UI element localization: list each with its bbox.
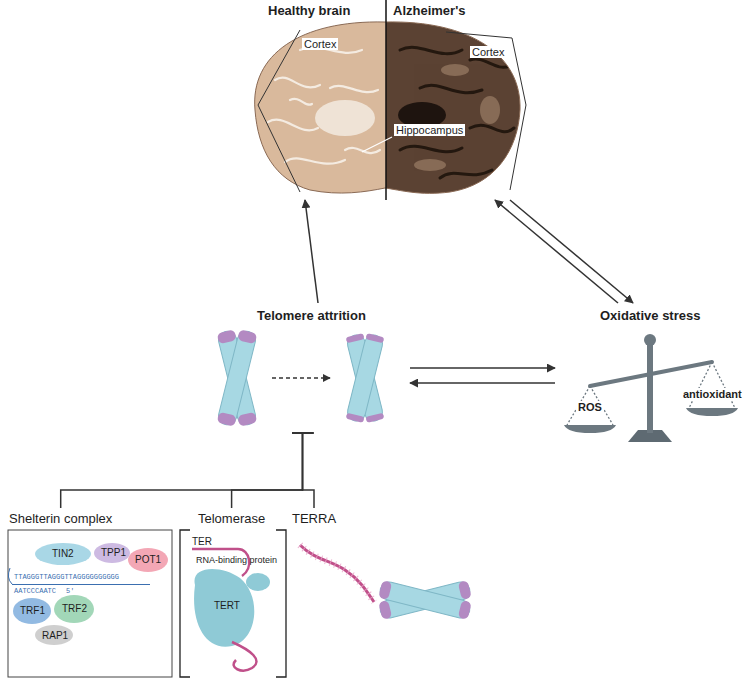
node-heading: Telomerase [198, 512, 265, 527]
part-label: TERT [214, 600, 240, 611]
node-heading: Telomere attrition [257, 309, 366, 324]
part-label: TPP1 [101, 547, 126, 558]
shelterin-illustration [8, 543, 168, 645]
process-panel: Telomere attrition [195, 303, 410, 433]
mechanism-panel: Telomerase [178, 508, 288, 678]
cortex-bracket [446, 32, 526, 190]
part-label: TIN2 [52, 548, 74, 559]
inhibition-connector [61, 433, 303, 508]
part-label: Cortex [470, 46, 506, 58]
inhibition-connector [303, 433, 315, 508]
connector-arrow [510, 200, 633, 303]
part-label: RNA-binding protein [196, 556, 277, 566]
connector-arrow [495, 200, 618, 303]
part-label: antioxidant [681, 388, 744, 400]
telomerase-illustration [192, 549, 270, 670]
part-label: ROS [576, 401, 604, 413]
brain-panel: Healthy brain Alzheimer's [240, 0, 530, 200]
connector-arrow [305, 200, 318, 303]
part-label: TRF1 [20, 605, 45, 616]
part-label: POT1 [135, 554, 161, 565]
node-heading: Shelterin complex [9, 512, 112, 527]
brain-illustration [240, 10, 536, 210]
node-text: Alzheimer's [393, 4, 465, 19]
part-label: TRF2 [62, 603, 87, 614]
part-label: 5' [66, 588, 74, 596]
terra-illustration [300, 545, 472, 620]
panel-bracket [180, 530, 286, 677]
part-label: AATCCCAATC [14, 588, 56, 596]
chromosome [346, 333, 385, 423]
part-label: Cortex [302, 38, 338, 50]
connector-arrow [410, 367, 555, 369]
leader-line [362, 137, 392, 152]
mechanism-panel: TERRA [292, 508, 492, 633]
node-heading: Oxidative stress [600, 309, 700, 324]
dashed-arrow [272, 377, 330, 379]
node-heading: TERRA [292, 512, 336, 527]
divider-line [385, 0, 387, 200]
brain-outline [255, 22, 520, 193]
cortex-bracket [258, 30, 300, 192]
part-label: TER [192, 536, 212, 547]
connector-arrow [410, 382, 555, 384]
part-label: RAP1 [42, 630, 68, 641]
panel-border [8, 530, 172, 677]
node-heading: Healthy brain [268, 4, 350, 19]
part-label: TTAGGGTTAGGGTTAGGGGGGGGGG [14, 574, 119, 582]
chromosome [217, 329, 258, 427]
process-panel: Oxidative stress [555, 303, 740, 443]
inhibition-connector [232, 433, 303, 508]
part-label: Hippocampus [394, 124, 465, 136]
